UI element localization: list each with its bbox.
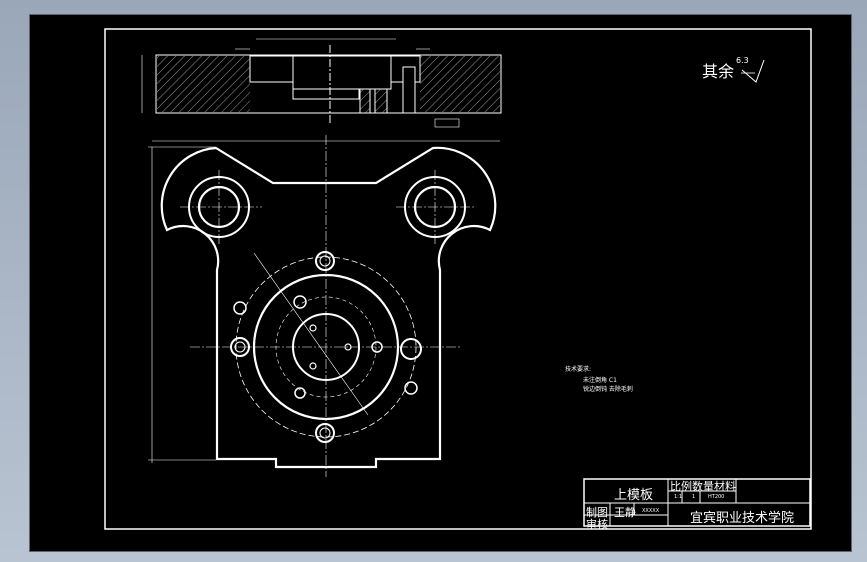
roughness-symbol [741,59,765,83]
drawing-canvas [104,28,812,530]
roughness-note: 其余 [702,62,735,81]
qty-value: 1 [692,494,696,500]
scale-value: 1:1 [674,494,683,500]
centerlines [180,135,476,477]
roughness-value: 6.3 [736,56,749,65]
material-value: HT200 [708,494,725,500]
part-name: 上模板 [614,488,654,503]
scale-header: 比例 [670,480,692,493]
drawing-number: XXXXX [642,508,660,514]
tech-req-title: 技术要求: [565,366,592,373]
title-block-text: 上模板 比例 数量 材料 1:1 1 HT200 制图 王静 XXXXX 审核 … [584,479,810,531]
tech-req-item-1: 未注倒角 C1 [583,377,617,384]
plan-view [160,146,497,469]
title-block [583,478,811,527]
school-name: 宜宾职业技术学院 [690,511,795,526]
dimension-lines [141,55,500,463]
section-view [155,38,502,128]
qty-header: 数量 [692,480,714,493]
drawing-frame [104,28,812,530]
drawn-by-label: 制图 [586,506,608,519]
checked-label: 审核 [586,518,608,531]
material-header: 材料 [714,480,736,493]
drawn-by-name: 王静 [614,506,636,519]
section-outline [155,54,502,114]
cad-viewport[interactable]: 其余 6.3 技术要求: 未注倒角 C1 锐边倒钝 去除毛刺 上模板 比例 数量… [29,14,852,552]
tech-req-item-2: 锐边倒钝 去除毛刺 [583,386,633,393]
